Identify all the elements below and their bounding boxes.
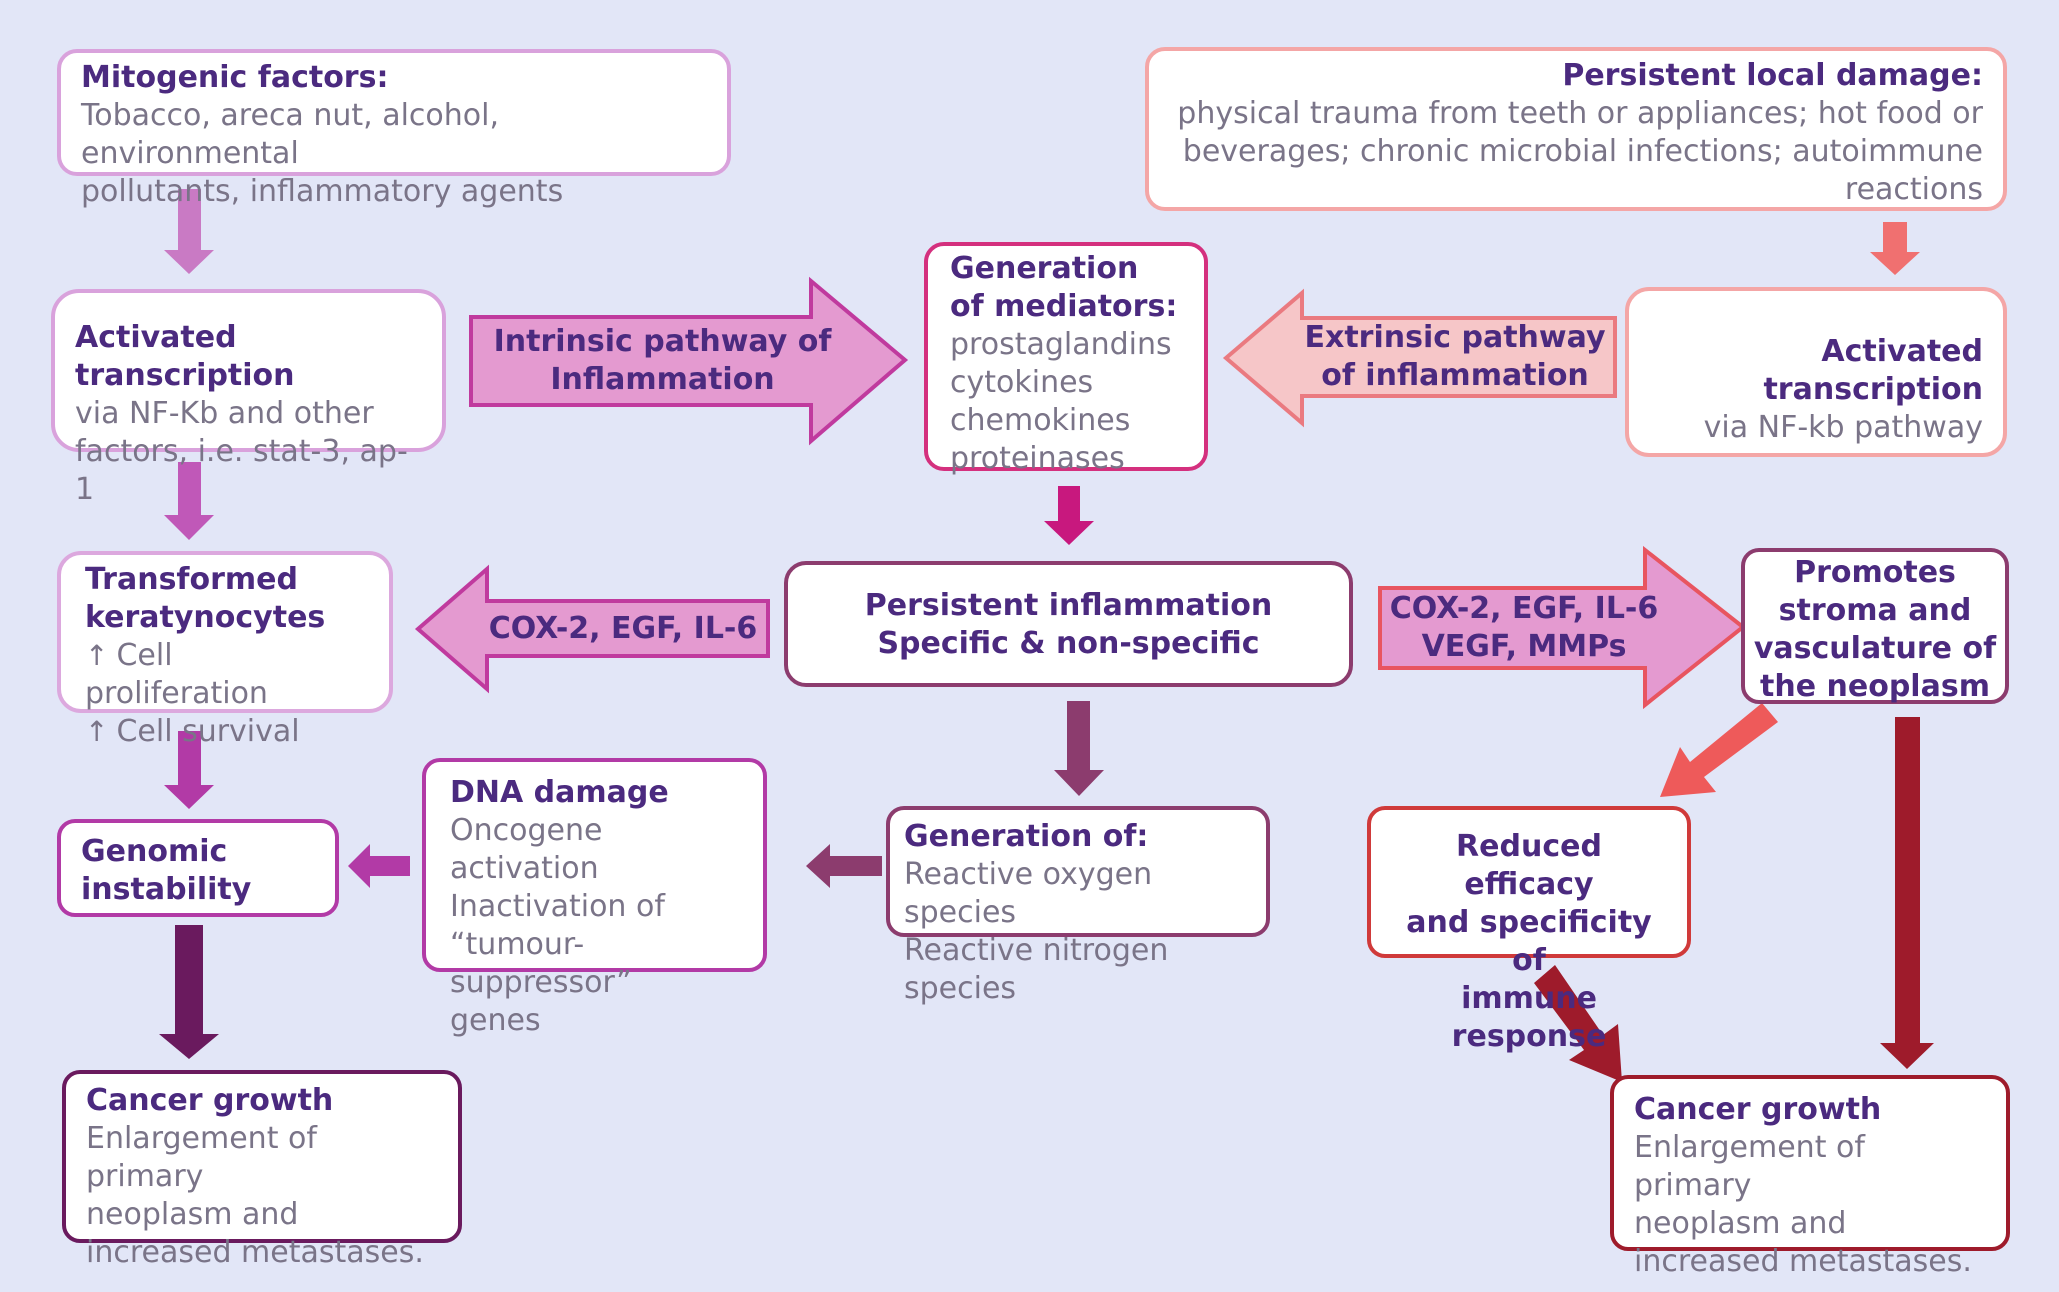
persistent-local-damage-box: Persistent local damage: physical trauma… xyxy=(1145,47,2007,211)
cancer-right-title: Cancer growth xyxy=(1634,1092,1882,1127)
transformed-item-2: Cell survival xyxy=(116,714,300,749)
arrow-generation-to-dna xyxy=(806,844,882,888)
activated-left-line-1: via NF-Kb and other xyxy=(75,396,374,431)
reduced-line-2: and specificity of xyxy=(1406,905,1652,978)
persistent-line-1: Persistent inflammation xyxy=(864,588,1273,623)
activated-left-line-2: factors, i.e. stat-3, ap-1 xyxy=(75,434,408,507)
reduced-efficacy-box: Reduced efficacy and specificity of immu… xyxy=(1367,806,1691,1054)
dna-damage-box: DNA damage Oncogene activation Inactivat… xyxy=(422,758,767,1038)
arrow-extrinsic-pathway xyxy=(1222,288,1617,428)
activated-left-title: Activated transcription xyxy=(75,320,295,393)
intrinsic-pathway-label: Intrinsic pathway of Inflammation xyxy=(490,318,835,404)
promotes-stroma-box: Promotes stroma and vasculature of the n… xyxy=(1741,548,2009,704)
transformed-keratinocytes-box: Transformed keratynocytes ↑Cell prolifer… xyxy=(57,551,393,749)
persistent-inflammation-box: Persistent inflammation Specific & non-s… xyxy=(784,561,1353,687)
cox-left-label: COX-2, EGF, IL-6 xyxy=(480,602,766,656)
transformed-item-1: Cell proliferation xyxy=(85,638,268,711)
transformed-item-proliferation: ↑Cell proliferation xyxy=(85,637,365,713)
extrinsic-pathway-label: Extrinsic pathway of inflammation xyxy=(1300,318,1610,396)
transformed-item-survival: ↑Cell survival xyxy=(85,713,365,751)
cancer-left-line-1: Enlargement of primary xyxy=(86,1121,317,1194)
arrow-dna-to-genomic xyxy=(348,844,410,888)
cancer-right-line-3: increased metastases. xyxy=(1634,1244,1972,1279)
dna-title: DNA damage xyxy=(450,775,669,810)
arrow-mitogenic-to-activated xyxy=(164,189,214,274)
transformed-title-1: Transformed xyxy=(85,562,298,597)
cancer-left-title: Cancer growth xyxy=(86,1083,334,1118)
activated-transcription-left-box: Activated transcription via NF-Kb and ot… xyxy=(51,289,446,507)
activated-right-line-1: via NF-kb pathway xyxy=(1703,410,1983,445)
genomic-instability-box: Genomic instability xyxy=(57,819,339,917)
arrow-genomic-to-cancer xyxy=(159,925,219,1059)
generation-of-mediators-box: Generation of mediators: prostaglandins … xyxy=(924,242,1208,476)
arrow-promotes-to-cancer xyxy=(1880,717,1934,1069)
persistent-line-2: Specific & non-specific xyxy=(877,626,1260,661)
genomic-line-1: Genomic xyxy=(81,834,228,869)
local-damage-line-2: beverages; chronic microbial infections;… xyxy=(1182,134,1983,169)
reduced-line-1: Reduced efficacy xyxy=(1456,829,1602,902)
arrow-intrinsic-pathway xyxy=(469,276,909,446)
arrow-transformed-to-genomic xyxy=(164,731,214,809)
up-arrow-icon: ↑ xyxy=(85,715,109,748)
extrinsic-line-2: of inflammation xyxy=(1321,358,1589,393)
generation-line-2: Reactive nitrogen species xyxy=(904,933,1169,1006)
mediators-item-3: chemokines xyxy=(950,403,1131,438)
arrow-cox-left xyxy=(414,564,770,694)
mitogenic-title: Mitogenic factors: xyxy=(81,60,389,95)
promotes-line-3: vasculature of xyxy=(1753,631,1997,666)
dna-line-2: Inactivation of xyxy=(450,889,665,924)
mediators-item-2: cytokines xyxy=(950,365,1094,400)
extrinsic-line-1: Extrinsic pathway xyxy=(1304,320,1606,355)
cox-right-line-2: VEGF, MMPs xyxy=(1421,629,1627,664)
arrow-activated-to-transformed xyxy=(164,462,214,540)
mitogenic-line-1: Tobacco, areca nut, alcohol, environment… xyxy=(81,98,500,171)
intrinsic-line-1: Intrinsic pathway of xyxy=(493,324,832,359)
generation-line-1: Reactive oxygen species xyxy=(904,857,1153,930)
mediators-item-1: prostaglandins xyxy=(950,327,1172,362)
arrow-mediators-to-persistent xyxy=(1044,486,1094,545)
generation-title: Generation of: xyxy=(904,819,1149,854)
cancer-right-line-1: Enlargement of primary xyxy=(1634,1130,1865,1203)
cox-left-text: COX-2, EGF, IL-6 xyxy=(488,611,758,646)
activated-transcription-right-box: Activated transcription via NF-kb pathwa… xyxy=(1625,287,2007,457)
mitogenic-line-2: pollutants, inflammatory agents xyxy=(81,174,564,209)
activated-right-title: Activated transcription xyxy=(1763,334,1983,407)
arrow-cox-right xyxy=(1378,545,1747,710)
up-arrow-icon: ↑ xyxy=(85,639,109,672)
promotes-line-4: the neoplasm xyxy=(1760,669,1990,704)
generation-of-species-box: Generation of: Reactive oxygen species R… xyxy=(886,806,1270,1006)
cancer-growth-left-box: Cancer growth Enlargement of primary neo… xyxy=(62,1070,462,1270)
cancer-left-line-3: increased metastases. xyxy=(86,1235,424,1270)
dna-line-3: “tumour-suppressor” xyxy=(450,927,632,1000)
mediators-title-1: Generation xyxy=(950,251,1139,286)
mediators-title-2: of mediators: xyxy=(950,289,1178,324)
cancer-growth-right-box: Cancer growth Enlargement of primary neo… xyxy=(1610,1075,2010,1279)
cancer-left-line-2: neoplasm and xyxy=(86,1197,299,1232)
mitogenic-factors-box: Mitogenic factors: Tobacco, areca nut, a… xyxy=(57,49,731,209)
reduced-line-3: immune response xyxy=(1451,981,1607,1054)
local-damage-title: Persistent local damage: xyxy=(1562,58,1983,93)
genomic-line-2: instability xyxy=(81,872,252,907)
arrow-promotes-to-reduced xyxy=(1660,703,1778,797)
transformed-title-2: keratynocytes xyxy=(85,600,326,635)
intrinsic-line-2: Inflammation xyxy=(550,362,775,397)
cancer-right-line-2: neoplasm and xyxy=(1634,1206,1847,1241)
mediators-item-4: proteinases xyxy=(950,441,1125,476)
local-damage-line-3: reactions xyxy=(1844,172,1983,207)
cox-right-line-1: COX-2, EGF, IL-6 xyxy=(1389,591,1659,626)
arrow-damage-to-activated xyxy=(1870,222,1920,275)
cox-right-label: COX-2, EGF, IL-6 VEGF, MMPs xyxy=(1384,589,1664,667)
arrow-reduced-to-cancer xyxy=(1534,965,1622,1082)
local-damage-line-1: physical trauma from teeth or appliances… xyxy=(1177,96,1983,131)
dna-line-4: genes xyxy=(450,1003,541,1038)
promotes-line-1: Promotes xyxy=(1794,555,1956,590)
dna-line-1: Oncogene activation xyxy=(450,813,603,886)
arrow-persistent-to-generation xyxy=(1054,701,1104,796)
promotes-line-2: stroma and xyxy=(1778,593,1972,628)
